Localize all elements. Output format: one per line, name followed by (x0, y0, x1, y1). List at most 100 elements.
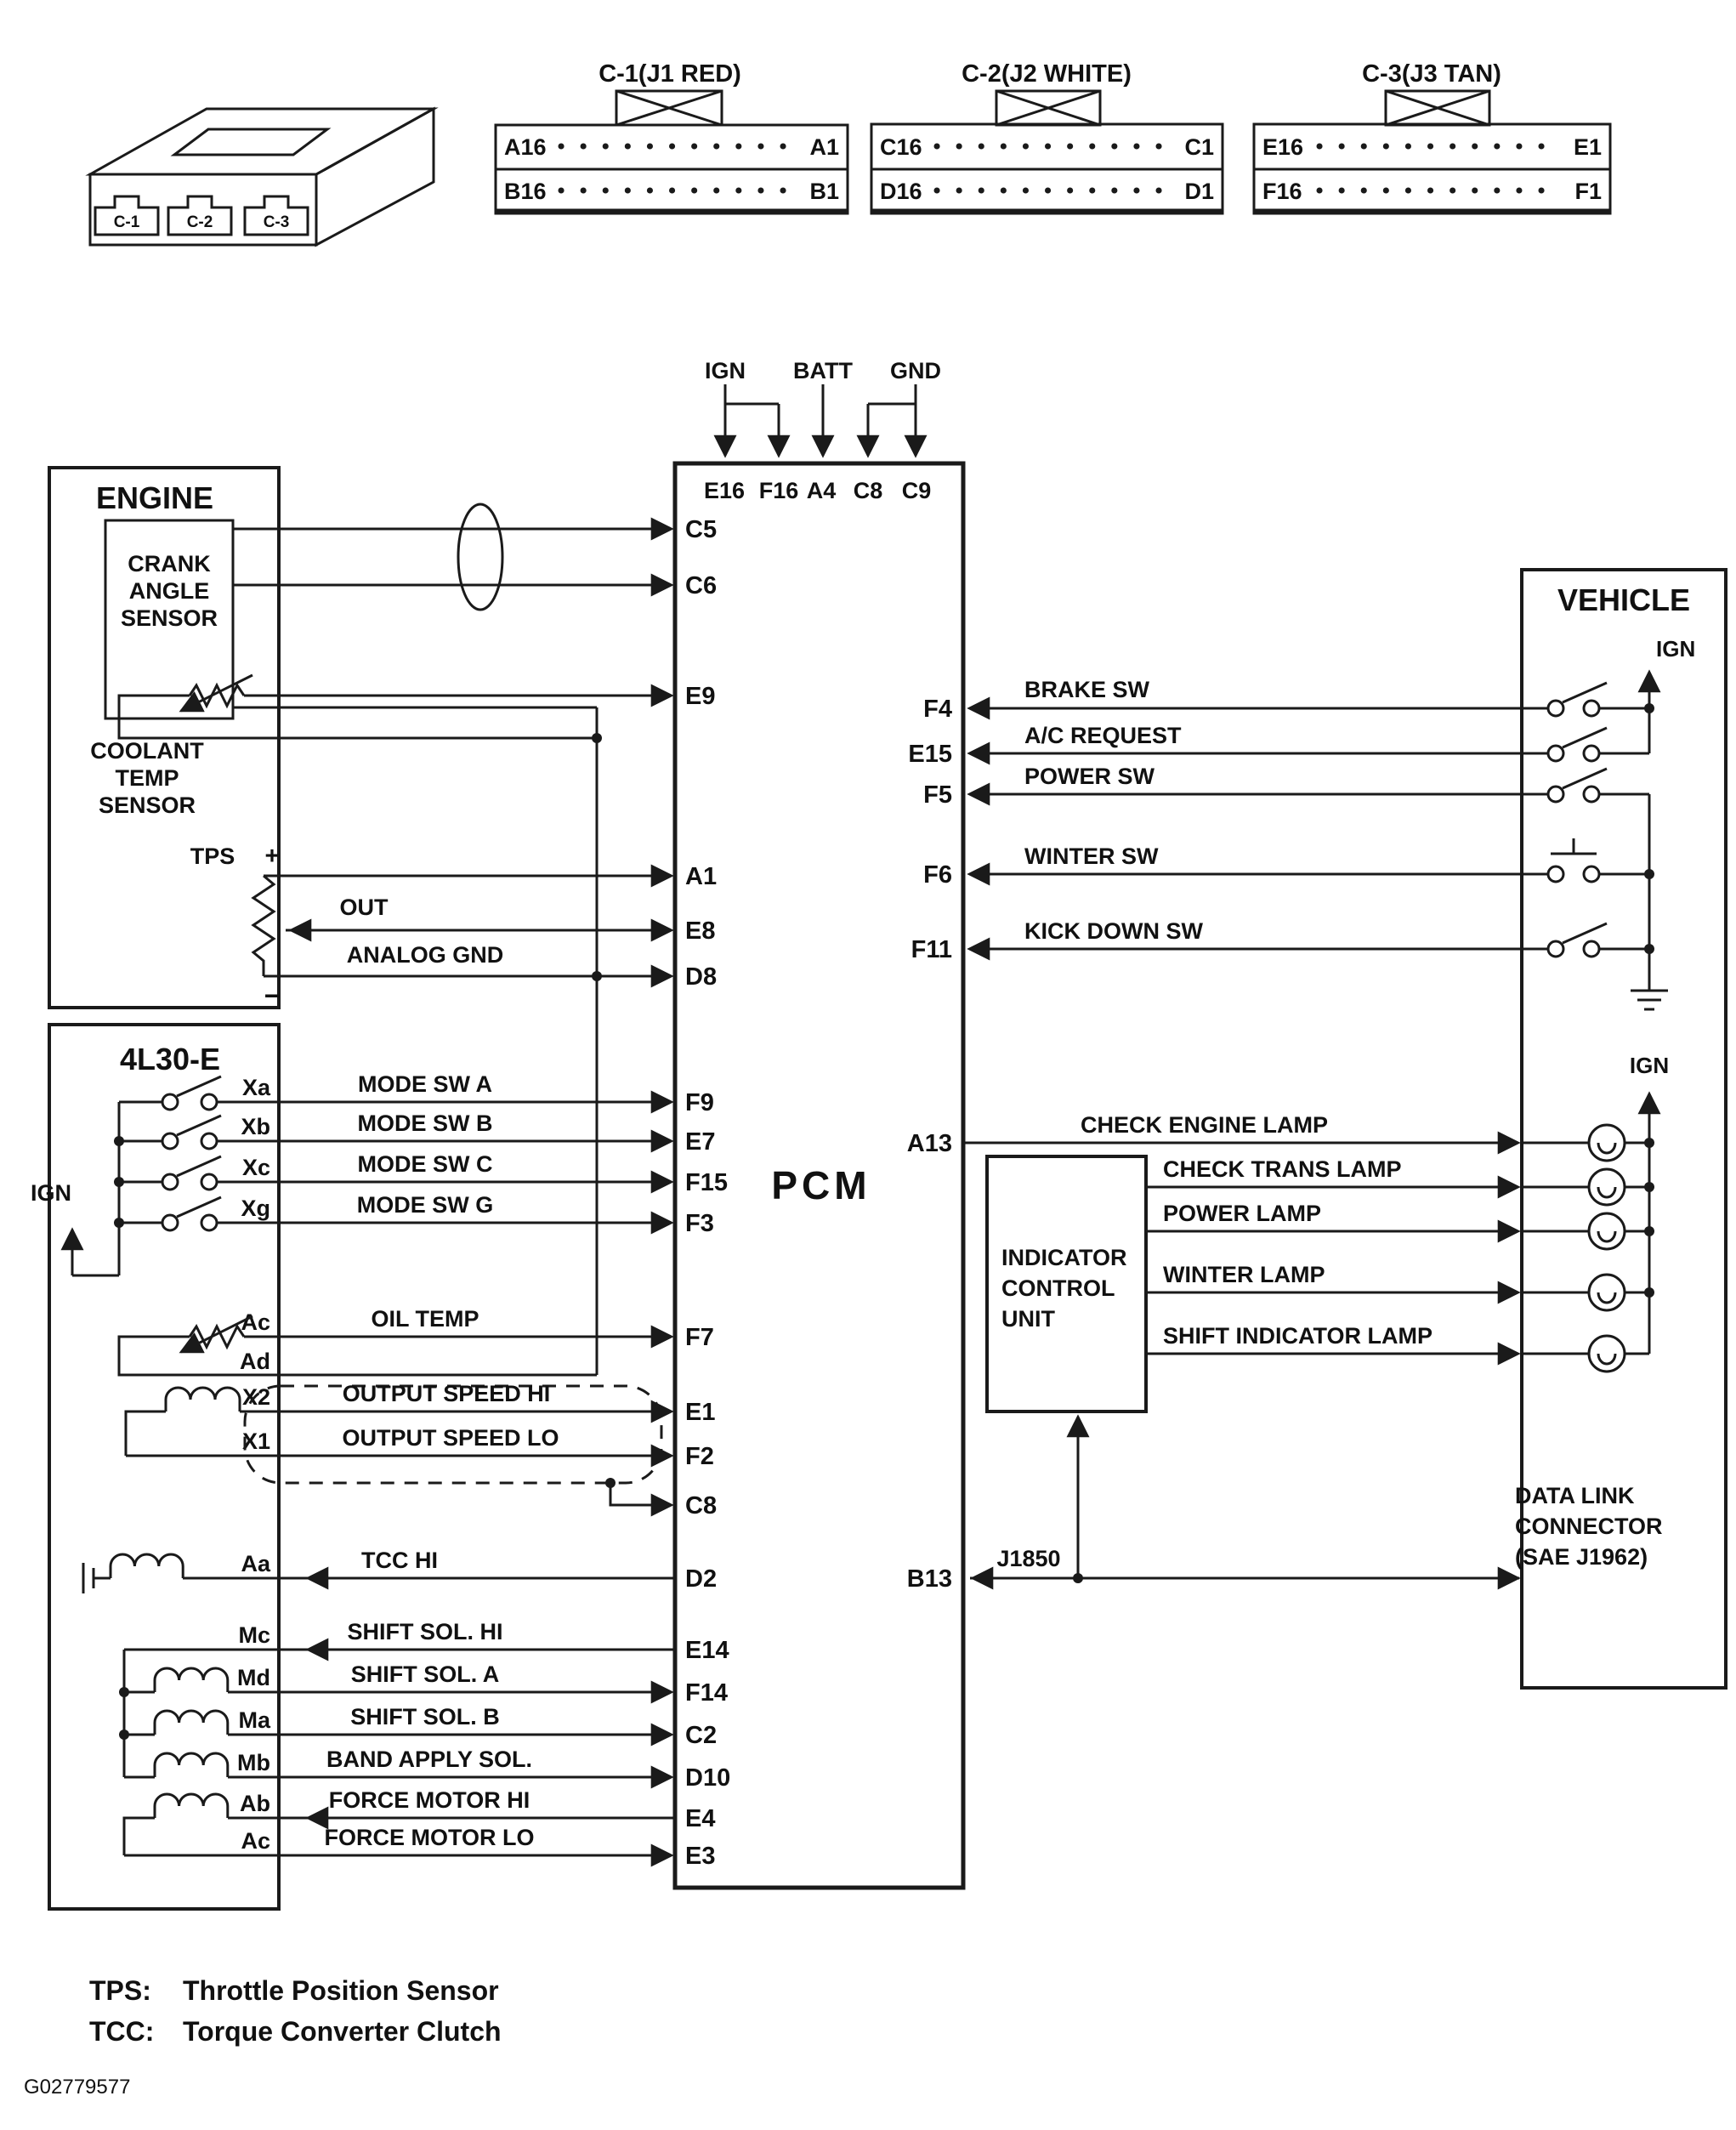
pcm-pin-left: F9 (685, 1089, 714, 1116)
vehicle-ign-top-label: IGN (1656, 636, 1695, 662)
legend-tps-key: TPS: (89, 1975, 151, 2006)
pcm-pin-top: F16 (759, 478, 799, 503)
trans-pin-label: X1 (242, 1429, 270, 1454)
transmission-box: 4L30-E Xa Xb Xc Xg IGN Ac Ad X2 X1 Aa Mc… (31, 1023, 281, 1911)
pin-range-label: F1 (1574, 179, 1602, 204)
pcm-pin-top: A4 (807, 478, 837, 503)
tps-out-label: OUT (340, 895, 389, 920)
lamp-caption: POWER LAMP (1163, 1201, 1321, 1226)
switch-caption: KICK DOWN SW (1024, 918, 1203, 944)
force-motor-wires (122, 1792, 675, 1867)
switch-caption: BRAKE SW (1024, 677, 1150, 702)
left-signal-captions: MODE SW A MODE SW B MODE SW C MODE SW G … (325, 1071, 559, 1850)
pcm-pin-left: F15 (685, 1169, 728, 1196)
vehicle-box: VEHICLE IGN IGN DATA LINK CONNECTOR (SAE… (1515, 568, 1727, 1690)
pcm-label: PCM (771, 1163, 871, 1207)
switch-caption: WINTER SW (1024, 843, 1159, 869)
lamp-caption: SHIFT INDICATOR LAMP (1163, 1323, 1432, 1349)
signal-caption: OUTPUT SPEED HI (343, 1381, 551, 1406)
trans-pin-label: Ac (241, 1828, 270, 1854)
connector-block-c2: C-2(J2 WHITE) C16 C1 D16 D1 (870, 60, 1224, 215)
pin-range-label: B16 (504, 179, 547, 204)
pcm-pin-left: C5 (685, 516, 717, 543)
pcm-module-3d-icon: C-1 C-2 C-3 (85, 106, 439, 247)
pcm-pin-left: E8 (685, 917, 715, 945)
pin-range-label: D1 (1184, 179, 1214, 204)
icu-label: INDICATOR (1001, 1245, 1127, 1270)
pcm-pin-right: F5 (923, 781, 952, 809)
engine-wires (117, 503, 674, 1375)
vehicle-ign-lamps-label: IGN (1630, 1053, 1669, 1078)
module-conn-c3-label: C-3 (264, 213, 290, 231)
gnd-feed-label: GND (890, 358, 941, 383)
j1850-wires: J1850 (970, 1414, 1521, 1590)
batt-feed-label: BATT (793, 358, 853, 383)
signal-caption: SHIFT SOL. HI (347, 1619, 502, 1644)
pcm-pin-right: E15 (908, 741, 952, 768)
j1850-caption: J1850 (996, 1546, 1060, 1571)
coolant-sensor-label: TEMP (115, 765, 179, 791)
pcm-box: PCM IGN BATT GND E16 F16 A4 C8 C9 C5 C6 … (672, 358, 966, 1890)
pcm-pin-left: D2 (685, 1565, 717, 1593)
pcm-pin-left: F3 (685, 1210, 714, 1237)
shield-oval-icon (457, 503, 504, 611)
trans-pin-label: Ma (238, 1707, 270, 1733)
power-feed-wires (713, 384, 928, 458)
trans-pin-label: Mb (237, 1750, 270, 1775)
legend: TPS: Throttle Position Sensor TCC: Torqu… (24, 1975, 502, 2099)
crank-sensor-label: ANGLE (129, 578, 210, 604)
tps-minus-label: − (264, 980, 281, 1011)
pcm-pin-left: D8 (685, 963, 717, 991)
trans-pin-label: Xg (241, 1196, 270, 1221)
force-motor-coil-icon (153, 1792, 230, 1818)
pcm-pin-left: E1 (685, 1399, 715, 1426)
lamp-caption: WINTER LAMP (1163, 1262, 1325, 1287)
tcc-coil-icon (109, 1553, 184, 1578)
pcm-pin-left: C6 (685, 572, 717, 599)
pcm-pin-left: F14 (685, 1679, 728, 1707)
signal-caption: MODE SW C (358, 1151, 493, 1177)
oil-temp-resistor-icon (188, 1323, 246, 1350)
connector-c1-title: C-1(J1 RED) (599, 60, 741, 88)
pcm-pin-right: A13 (907, 1130, 952, 1157)
trans-pin-label: Ad (240, 1349, 270, 1374)
pin-range-label: E1 (1574, 134, 1602, 160)
pin-range-label: A16 (504, 134, 547, 160)
dlc-label: CONNECTOR (1515, 1514, 1663, 1539)
pin-range-label: F16 (1262, 179, 1302, 204)
trans-pin-label: Xa (242, 1075, 271, 1100)
pcm-pin-left: F7 (685, 1324, 714, 1351)
solenoid-coil-icon (153, 1752, 230, 1777)
coolant-sensor-label: COOLANT (90, 738, 204, 764)
switch-caption: POWER SW (1024, 764, 1155, 789)
crank-sensor-label: CRANK (128, 551, 211, 577)
ign-feed-label: IGN (705, 358, 746, 383)
pcm-pin-right: F6 (923, 861, 952, 889)
signal-caption: MODE SW G (357, 1192, 494, 1218)
pcm-pin-left: E14 (685, 1637, 729, 1664)
crank-sensor-label: SENSOR (121, 605, 218, 631)
pcm-pin-left: E4 (685, 1805, 715, 1832)
transmission-title: 4L30-E (120, 1042, 220, 1076)
dlc-label: DATA LINK (1515, 1483, 1635, 1508)
signal-caption: FORCE MOTOR HI (329, 1787, 530, 1813)
lamp-wires (963, 1091, 1661, 1373)
tps-label: TPS (190, 843, 235, 869)
signal-caption: OUTPUT SPEED LO (342, 1425, 559, 1451)
trans-pin-label: Xc (242, 1155, 270, 1180)
dlc-label: (SAE J1962) (1515, 1544, 1648, 1570)
pcm-pin-top: C9 (902, 478, 932, 503)
output-speed-wires (124, 1384, 674, 1517)
pin-range-label: B1 (809, 179, 839, 204)
pcm-pin-left: F2 (685, 1443, 714, 1470)
document-id: G02779577 (24, 2076, 130, 2099)
speed-sensor-coil-icon (164, 1386, 241, 1411)
tcc-wires (82, 1553, 675, 1593)
engine-title: ENGINE (96, 480, 213, 515)
tps-potentiometer-icon (251, 874, 276, 976)
coolant-sensor-label: SENSOR (99, 792, 196, 818)
vehicle-title: VEHICLE (1557, 582, 1690, 617)
switch-caption: A/C REQUEST (1024, 723, 1182, 748)
pin-range-label: C16 (880, 134, 922, 160)
